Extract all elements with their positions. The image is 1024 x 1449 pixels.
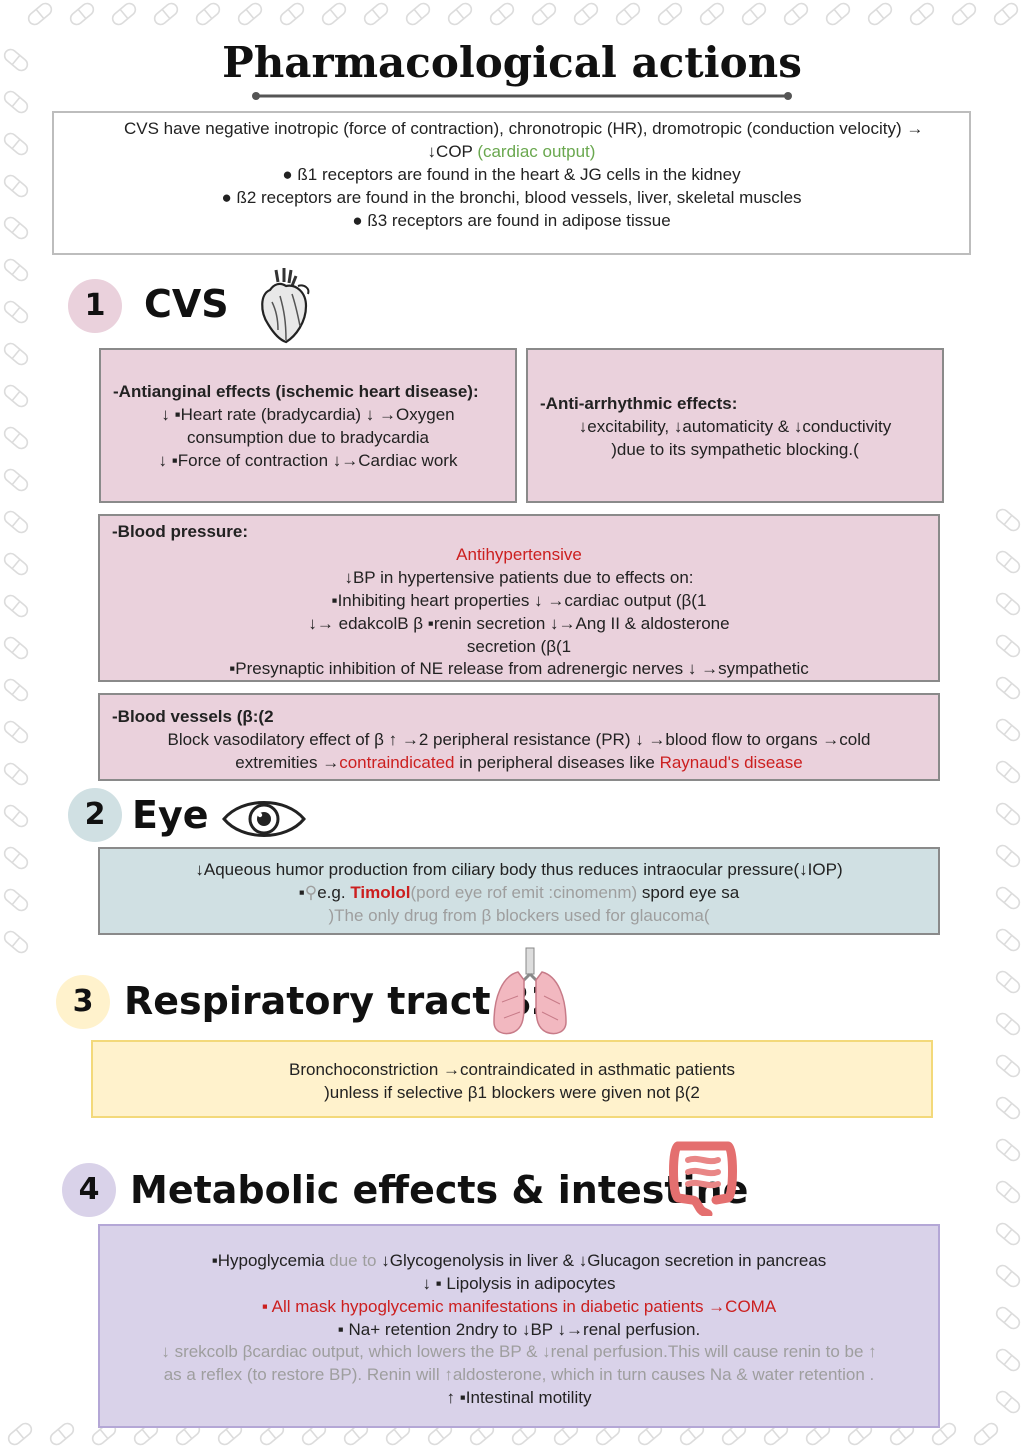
section-title-respiratory: Respiratory tract β2 [124, 979, 558, 1023]
eye-box: ↓Aqueous humor production from ciliary b… [98, 847, 940, 935]
metabolic-line: ↓ ▪ Lipolysis in adipocytes [422, 1274, 616, 1293]
metabolic-note: ↓ srekcolb βcardiac output, which lowers… [161, 1342, 877, 1361]
antiarrhythmic-line: )due to its sympathetic blocking.( [611, 440, 859, 459]
antianginal-heading: -Antianginal effects (ischemic heart dis… [113, 382, 479, 401]
raynauds-label: Raynaud's disease [659, 753, 803, 772]
antianginal-line: ↓ ▪Heart rate (bradycardia) ↓ →Oxygen [161, 405, 455, 424]
eye-icon [222, 801, 306, 837]
intro-line: CVS have negative inotropic (force of co… [124, 119, 924, 138]
section-title-cvs: CVS [144, 282, 229, 326]
bp-line: ↓→ edakcolB β ▪renin secretion ↓→Ang II … [308, 614, 730, 633]
contraindicated-label: contraindicated [339, 753, 455, 772]
lungs-icon [493, 947, 567, 1035]
blood-vessels-heading: -Blood vessels (β:(2 [112, 707, 274, 726]
receptor-bullet: ● ß1 receptors are found in the heart & … [282, 165, 741, 184]
respiratory-line: )unless if selective β1 blockers were gi… [324, 1083, 700, 1102]
receptor-bullet: ● ß2 receptors are found in the bronchi,… [221, 188, 802, 207]
eye-line: ▪⚲e.g. Timolol(pord eye rof emit :cinome… [298, 883, 740, 902]
respiratory-box: Bronchoconstriction →contraindicated in … [91, 1040, 933, 1118]
section-title-metabolic: Metabolic effects & intestine [130, 1168, 749, 1212]
bp-line: secretion (β(1 [466, 637, 572, 656]
antiarrhythmic-heading: -Anti-arrhythmic effects: [540, 394, 738, 413]
respiratory-line: Bronchoconstriction →contraindicated in … [288, 1060, 735, 1079]
metabolic-line: ▪Hypoglycemia due to ↓Glycogenolysis in … [211, 1251, 827, 1270]
title-underline [252, 92, 792, 100]
page-title: Pharmacological actions [222, 38, 802, 87]
vessels-line: Block vasodilatory effect of β ↑ →2 peri… [167, 730, 871, 749]
intro-box: CVS have negative inotropic (force of co… [52, 111, 971, 255]
metabolic-line: ▪ Na+ retention 2ndry to ↓BP ↓→renal per… [337, 1320, 701, 1339]
intro-line: ↓COP (cardiac output) [427, 142, 596, 161]
eye-line: ↓Aqueous humor production from ciliary b… [195, 860, 843, 879]
antianginal-line: ↓ ▪Force of contraction ↓→Cardiac work [158, 451, 458, 470]
bp-line: ▪Presynaptic inhibition of NE release fr… [229, 659, 809, 678]
antihypertensive-label: Antihypertensive [456, 545, 582, 564]
bp-line: ▪Inhibiting heart properties ↓ →cardiac … [331, 591, 707, 610]
blood-pressure-heading: -Blood pressure: [112, 522, 249, 541]
metabolic-box: ▪Hypoglycemia due to ↓Glycogenolysis in … [98, 1224, 940, 1428]
vessels-line: extremities →contraindicated in peripher… [235, 753, 803, 772]
section-number-badge: 3 [56, 975, 110, 1029]
heart-icon [261, 268, 310, 344]
timolol-label: Timolol [350, 883, 411, 902]
antiarrhythmic-box: -Anti-arrhythmic effects: ↓excitability,… [526, 348, 944, 503]
section-number-badge: 4 [62, 1163, 116, 1217]
antiarrhythmic-line: ↓excitability, ↓automaticity & ↓conducti… [578, 417, 892, 436]
section-number-badge: 2 [68, 788, 122, 842]
cardiac-output-note: (cardiac output) [477, 142, 596, 161]
metabolic-warning: ▪ All mask hypoglycemic manifestations i… [261, 1297, 777, 1316]
metabolic-note: as a reflex (to restore BP). Renin will … [163, 1365, 875, 1384]
section-number-badge: 1 [68, 279, 122, 333]
intestine-icon [669, 1141, 737, 1216]
receptor-bullet: ● ß3 receptors are found in adipose tiss… [352, 211, 671, 230]
antianginal-line: consumption due to bradycardia [187, 428, 429, 447]
bp-line: ↓BP in hypertensive patients due to effe… [344, 568, 694, 587]
section-title-eye: Eye [132, 793, 209, 837]
blood-vessels-box: -Blood vessels (β:(2 Block vasodilatory … [98, 693, 940, 781]
blood-pressure-box: -Blood pressure: Antihypertensive ↓BP in… [98, 514, 940, 682]
eye-note: )The only drug from β blockers used for … [328, 906, 710, 925]
antianginal-box: -Antianginal effects (ischemic heart dis… [99, 348, 517, 503]
metabolic-line: ↑ ▪Intestinal motility [446, 1388, 592, 1407]
